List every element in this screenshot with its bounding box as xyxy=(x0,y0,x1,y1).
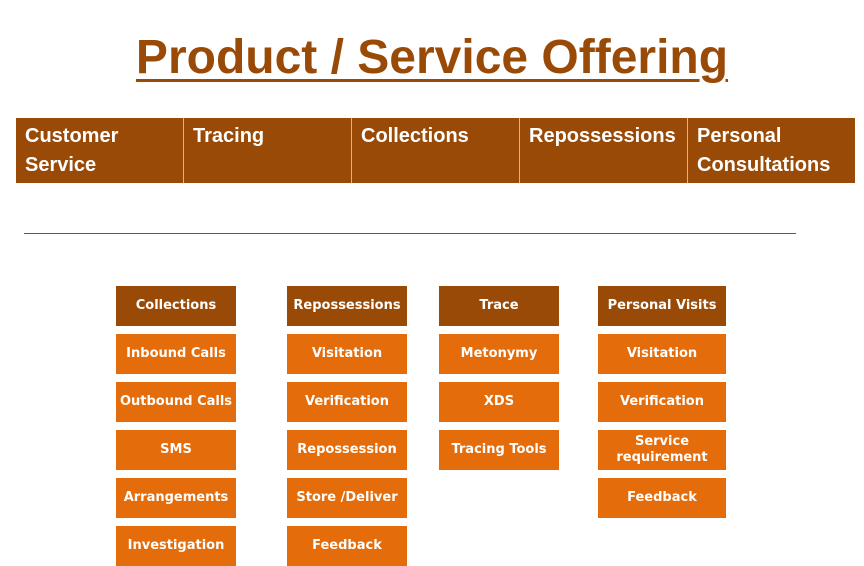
divider-line xyxy=(24,233,796,234)
offering-item-box: Feedback xyxy=(598,478,726,518)
offering-item-box: Outbound Calls xyxy=(116,382,236,422)
header-cell: Collections xyxy=(352,118,520,183)
offering-item-box: Feedback xyxy=(287,526,407,566)
column-head-box: Collections xyxy=(116,286,236,326)
offering-item-box: Service requirement xyxy=(598,430,726,470)
offering-item-box: Visitation xyxy=(287,334,407,374)
offering-item-box: Visitation xyxy=(598,334,726,374)
column-head-box: Personal Visits xyxy=(598,286,726,326)
offering-item-box: Inbound Calls xyxy=(116,334,236,374)
page-title: Product / Service Offering xyxy=(135,31,729,84)
offering-item-box: Verification xyxy=(598,382,726,422)
column-head-box: Trace xyxy=(439,286,559,326)
offering-item-box: XDS xyxy=(439,382,559,422)
offering-item-box: SMS xyxy=(116,430,236,470)
offering-item-box: Verification xyxy=(287,382,407,422)
offering-item-box: Arrangements xyxy=(116,478,236,518)
header-cell: Personal Consultations xyxy=(697,125,831,176)
header-cell: Tracing xyxy=(184,118,352,183)
offering-item-box: Repossession xyxy=(287,430,407,470)
offering-item-box: Tracing Tools xyxy=(439,430,559,470)
header-cell: Repossessions xyxy=(520,118,688,183)
category-header-row: Customer Service Tracing Collections Rep… xyxy=(16,118,855,183)
column-head-box: Repossessions xyxy=(287,286,407,326)
header-cell: Customer Service xyxy=(16,118,184,183)
offering-item-box: Investigation xyxy=(116,526,236,566)
offering-item-box: Metonymy xyxy=(439,334,559,374)
offering-item-box: Store /Deliver xyxy=(287,478,407,518)
